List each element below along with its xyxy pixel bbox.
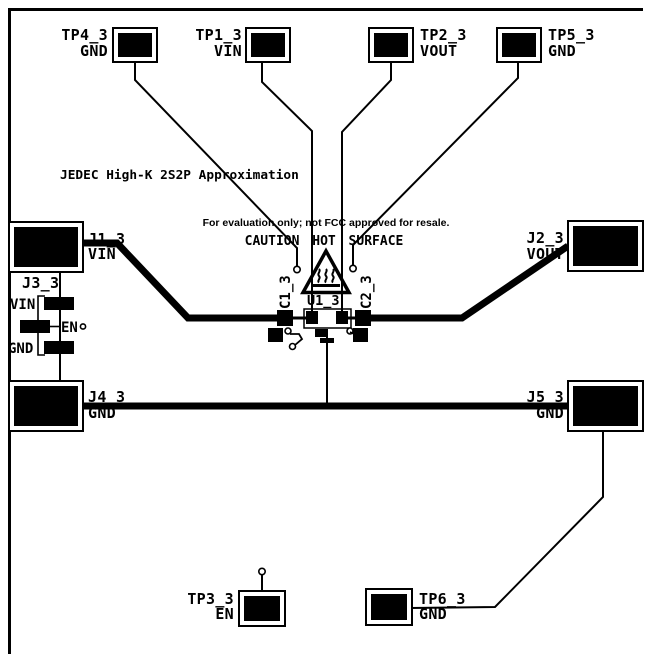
j3-pin-gnd-label: GND bbox=[8, 341, 33, 357]
tp4-gnd-stub-trace bbox=[134, 63, 298, 266]
tp6-net-label: GND bbox=[419, 605, 447, 623]
c1-capacitor: C1_3 bbox=[277, 275, 306, 326]
probe-jog-trace bbox=[290, 333, 304, 346]
j1-ref-label: J1_3 bbox=[88, 230, 125, 248]
j3-pin-en-pad bbox=[20, 320, 50, 333]
c1-ref-label: C1_3 bbox=[278, 275, 294, 309]
u1-pad-out bbox=[336, 311, 348, 324]
tp1-pad bbox=[251, 33, 285, 57]
j1-net-label: VIN bbox=[88, 245, 116, 263]
tp5-ref-label: TP5_3 bbox=[548, 26, 595, 44]
u1-probe-cluster bbox=[268, 327, 368, 351]
j3-en-via bbox=[79, 323, 87, 330]
j4-connector: J4_3 GND bbox=[8, 380, 125, 432]
j2-connector: J2_3 VOUT bbox=[527, 220, 644, 272]
tp3-pad bbox=[244, 596, 280, 621]
tp4-testpoint: TP4_3 GND bbox=[61, 26, 158, 63]
tp3-ref-label: TP3_3 bbox=[187, 590, 234, 608]
j1-pad bbox=[14, 227, 78, 267]
u1-pad-in bbox=[306, 311, 318, 324]
tp5-net-label: GND bbox=[548, 42, 576, 60]
tp2-vout-sense-trace bbox=[341, 63, 392, 312]
board-outline bbox=[8, 8, 643, 654]
j2-ref-label: J2_3 bbox=[527, 229, 564, 247]
tp3-testpoint: TP3_3 EN bbox=[187, 590, 286, 627]
caution-notice-text: CAUTION HOT SURFACE bbox=[245, 234, 404, 249]
hot-surface-warning-symbol bbox=[300, 247, 352, 295]
j4-ref-label: J4_3 bbox=[88, 388, 125, 406]
tp4-ref-label: TP4_3 bbox=[61, 26, 108, 44]
j5-pad bbox=[573, 386, 638, 426]
signal-traces bbox=[59, 63, 604, 609]
board-title-text: JEDEC High-K 2S2P Approximation bbox=[60, 168, 299, 183]
tp6-pad bbox=[371, 594, 407, 620]
c2-pad bbox=[355, 310, 371, 326]
tp1-vin-sense-trace bbox=[261, 63, 313, 312]
tp5-pad bbox=[502, 33, 536, 57]
j3-pin-gnd-pad bbox=[44, 341, 74, 354]
j3-pin-en-label: EN bbox=[61, 320, 78, 336]
tp4-net-label: GND bbox=[80, 42, 108, 60]
tp6-testpoint: TP6_3 GND bbox=[365, 588, 466, 626]
probe-via-lower bbox=[288, 342, 297, 351]
j5-net-label: GND bbox=[536, 404, 564, 422]
j1-connector: J1_3 VIN bbox=[8, 221, 125, 273]
tp5-trace-end-via bbox=[348, 264, 357, 273]
u1-ref-label: U1_3 bbox=[307, 293, 340, 309]
warning-triangle bbox=[300, 247, 352, 295]
tp1-ref-label: TP1_3 bbox=[195, 26, 242, 44]
tp3-trace-end-via bbox=[257, 567, 266, 576]
c2-ref-label: C2_3 bbox=[359, 275, 375, 309]
c2-capacitor: C2_3 bbox=[348, 275, 375, 326]
tp2-ref-label: TP2_3 bbox=[420, 26, 467, 44]
hot-surface-bar bbox=[313, 284, 340, 287]
tp4-trace-end-via bbox=[292, 265, 301, 274]
probe-via-left bbox=[284, 327, 292, 335]
j3-pin-vin-pad bbox=[44, 297, 74, 310]
evaluation-notice-text: For evaluation only; not FCC approved fo… bbox=[203, 217, 450, 229]
tp1-net-label: VIN bbox=[214, 42, 242, 60]
tp1-testpoint: TP1_3 VIN bbox=[195, 26, 291, 63]
j4-pad bbox=[14, 386, 78, 426]
probe-pad-right bbox=[353, 328, 368, 342]
heat-waves-icon bbox=[317, 268, 335, 284]
tp2-pad bbox=[374, 33, 408, 57]
tp2-net-label: VOUT bbox=[420, 42, 457, 60]
j2-net-label: VOUT bbox=[527, 245, 564, 263]
j4-net-label: GND bbox=[88, 404, 116, 422]
u1-pad-gnd bbox=[315, 329, 326, 337]
vin-trace bbox=[84, 239, 285, 322]
tp2-testpoint: TP2_3 VOUT bbox=[368, 26, 467, 63]
j3-ref-label: J3_3 bbox=[22, 274, 59, 292]
j2-pad bbox=[573, 226, 638, 266]
j3-header: J3_3 VIN EN GND bbox=[8, 274, 87, 357]
probe-pad-left bbox=[268, 328, 283, 342]
probe-via-right-link bbox=[349, 331, 355, 335]
tp4-pad bbox=[118, 33, 152, 57]
c1-pad bbox=[277, 310, 293, 326]
j3-pin-vin-label: VIN bbox=[10, 297, 35, 313]
tp3-net-label: EN bbox=[215, 605, 234, 623]
j5-ref-label: J5_3 bbox=[527, 388, 564, 406]
tp6-ref-label: TP6_3 bbox=[419, 590, 466, 608]
tp5-testpoint: TP5_3 GND bbox=[496, 26, 595, 63]
tp5-gnd-stub-trace bbox=[352, 63, 519, 265]
tp6-gnd-return-trace bbox=[410, 432, 604, 609]
u1-gnd-crossbar bbox=[320, 338, 334, 343]
vout-trace bbox=[358, 243, 570, 322]
j5-connector: J5_3 GND bbox=[527, 380, 644, 432]
